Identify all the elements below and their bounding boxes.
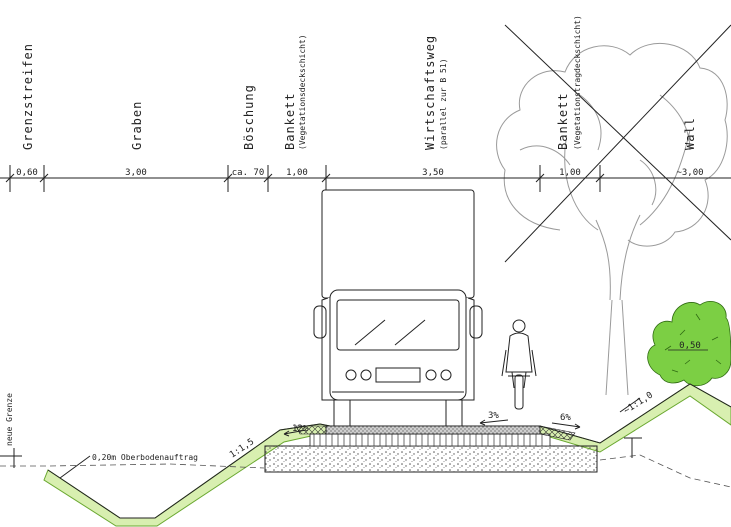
cyclist-icon xyxy=(501,319,537,410)
label-bankett-right: Bankett xyxy=(556,92,570,150)
bank-mesh-right xyxy=(539,425,576,441)
dim-grenzstreifen: 0,60 xyxy=(16,168,38,178)
dim-graben: 3,00 xyxy=(125,168,147,178)
section-labels: Grenzstreifen Graben Böschung Bankett (V… xyxy=(21,15,697,150)
grade-markers xyxy=(283,397,641,437)
grade-left-bank: 12% xyxy=(292,424,309,434)
label-bankett-left-sub: (Vegetationsdeckschicht) xyxy=(298,34,307,150)
truck-icon xyxy=(313,189,483,427)
label-wirtschaftsweg: Wirtschaftsweg xyxy=(423,35,437,150)
label-wall: Wall xyxy=(683,117,697,150)
binder-layer xyxy=(309,433,551,447)
boundary-marker xyxy=(0,448,22,468)
label-wirtschaftsweg-sub: (parallel zur B 51) xyxy=(439,58,448,150)
hedge-width-label: 0,50 xyxy=(679,341,701,351)
dimension-values: 0,60 3,00 ca. 70 1,00 3,50 1,00 ~3,00 xyxy=(16,168,703,178)
label-bankett-right-sub: (Vegetationstragdeckschicht) xyxy=(573,15,582,150)
label-boeschung: Böschung xyxy=(242,84,256,150)
grade-labels: 12% 3% 6% xyxy=(292,411,571,434)
dimension-chain xyxy=(0,165,731,192)
grade-path: 3% xyxy=(488,411,499,421)
shrub-icon: 0,50 xyxy=(647,301,731,387)
boundary-label: neue Grenze xyxy=(5,393,14,446)
ground-profile xyxy=(0,383,731,527)
dim-wirtschaftsweg: 3,50 xyxy=(422,168,444,178)
asphalt-surface xyxy=(325,425,541,435)
label-bankett-left: Bankett xyxy=(283,92,297,150)
label-grenzstreifen: Grenzstreifen xyxy=(21,43,35,150)
crossout-lines xyxy=(504,24,731,263)
dim-bankett-right: 1,00 xyxy=(559,168,581,178)
dim-wall: ~3,00 xyxy=(676,168,703,178)
base-course xyxy=(264,445,598,473)
road-structure xyxy=(264,425,598,473)
tree-icon xyxy=(496,42,728,396)
grade-right-bank: 6% xyxy=(560,413,571,423)
height-marker-right xyxy=(624,437,642,458)
topsoil-label: 0,20m Oberbodenauftrag xyxy=(92,453,198,462)
label-graben: Graben xyxy=(130,101,144,150)
dim-bankett-left: 1,00 xyxy=(286,168,308,178)
dim-boeschung: ca. 70 xyxy=(232,168,265,178)
